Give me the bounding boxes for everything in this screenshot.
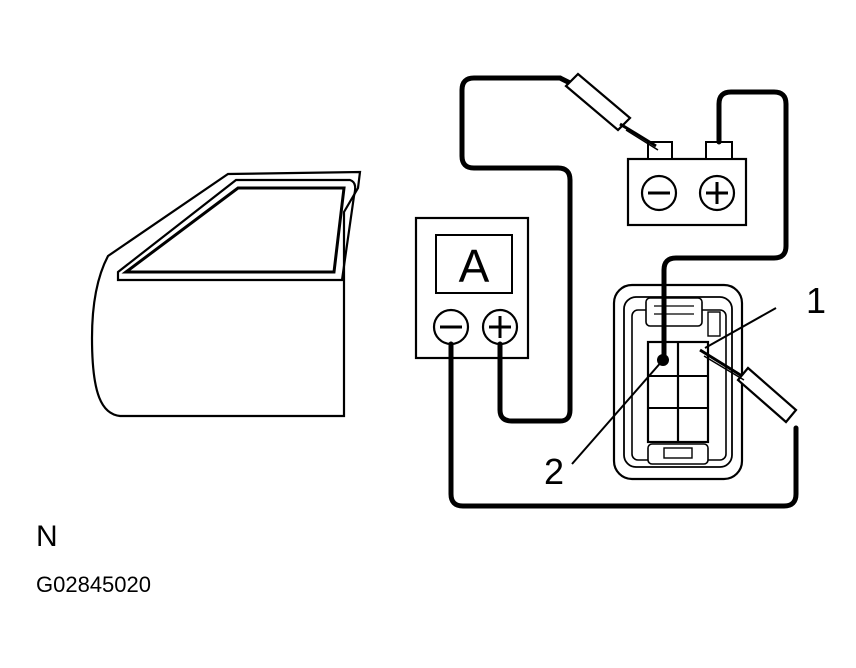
wire-ammeter-negative-to-probe (448, 341, 799, 509)
callout-2-leader (571, 359, 664, 465)
test-probe-terminal-1 (699, 348, 798, 424)
wire-battery-positive-to-connector (661, 89, 789, 363)
test-probe-battery (557, 72, 659, 151)
battery-positive-post (705, 141, 733, 160)
door-window-glass (121, 186, 346, 274)
position-label: N (36, 520, 58, 553)
door-window-frame (116, 178, 357, 282)
callout-2: 2 (544, 451, 564, 492)
callout-1-leader (704, 307, 777, 349)
door-outline (90, 170, 362, 418)
ammeter: A (414, 216, 530, 360)
callout-1: 1 (806, 280, 826, 321)
wire-ammeter-positive-to-probe (459, 75, 573, 424)
battery (626, 141, 748, 227)
ammeter-display (435, 234, 513, 294)
switch-connector (612, 283, 744, 481)
figure-code: G02845020 (36, 572, 151, 597)
ammeter-label: A (459, 240, 490, 292)
